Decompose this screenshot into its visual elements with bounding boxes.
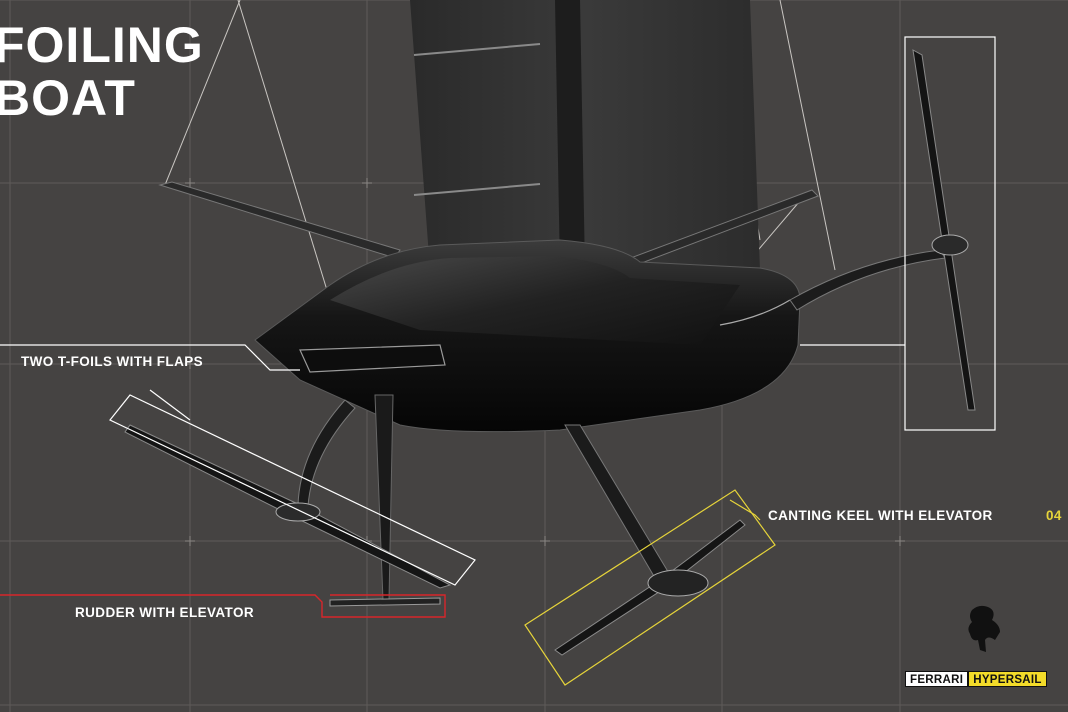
brand-hypersail: HYPERSAIL (968, 671, 1047, 687)
rudder-assembly (329, 394, 441, 607)
prancing-horse-icon (968, 605, 1000, 652)
wing-sail (410, 0, 760, 270)
canting-keel (554, 424, 746, 656)
callout-frame-keel (524, 489, 776, 686)
callout-label-tfoils: TWO T-FOILS WITH FLAPS (21, 354, 204, 369)
page-title-line-1: FOILING (0, 17, 204, 73)
callout-frame-rudder (0, 594, 446, 618)
callout-number-keel: 04 (1046, 508, 1062, 523)
starboard-t-foil (789, 49, 976, 411)
callout-frame-tfoils (0, 344, 476, 586)
brand-ferrari: FERRARI (905, 671, 969, 687)
callout-label-rudder: RUDDER WITH ELEVATOR (75, 605, 254, 620)
page-title-line-2: BOAT (0, 70, 136, 126)
outrigger-spars (158, 181, 819, 276)
brand-logo: FERRARI HYPERSAIL (905, 671, 1047, 687)
hull (254, 239, 801, 433)
callout-frame-starboard-foil (800, 36, 996, 431)
callout-label-keel: CANTING KEEL WITH ELEVATOR (768, 508, 993, 523)
